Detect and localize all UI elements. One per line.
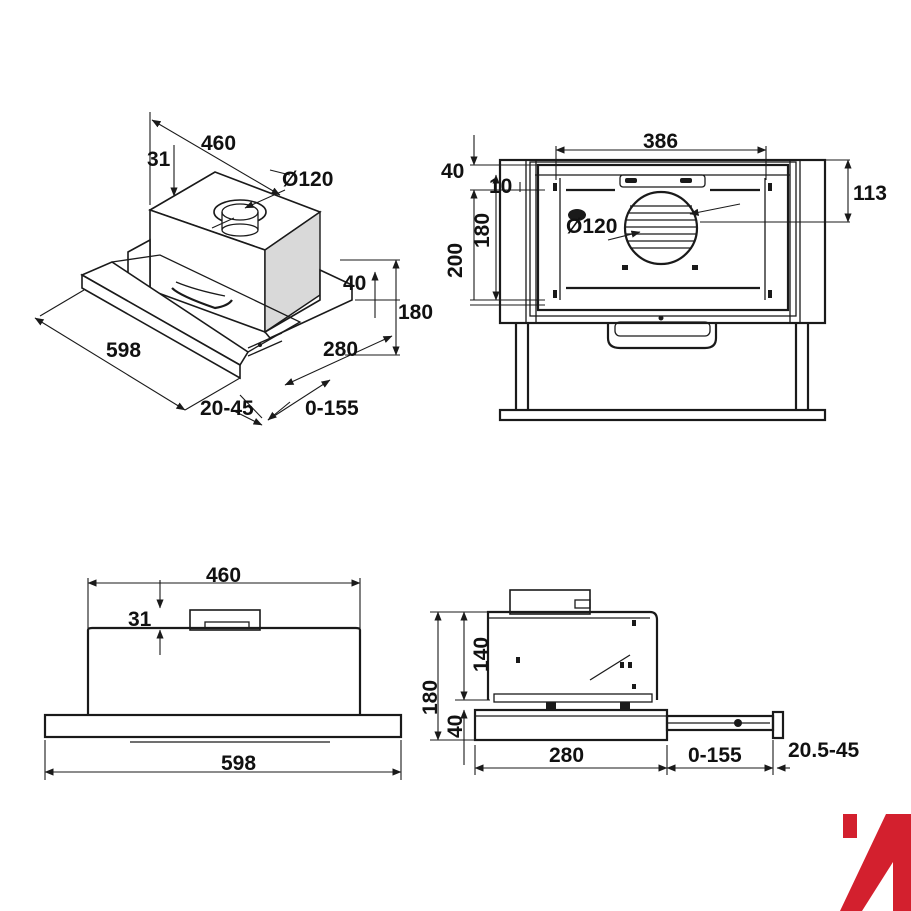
dim-height-180: 180 xyxy=(419,680,442,715)
dim-slide-range: 0-155 xyxy=(688,744,742,767)
dim-width-total: 598 xyxy=(221,752,256,775)
housing-side xyxy=(486,610,659,700)
perspective-view: 460 31 Ø120 40 180 598 280 20-45 0-155 xyxy=(34,112,433,426)
dim-height-200: 200 xyxy=(444,243,467,278)
front-panel xyxy=(43,713,403,739)
brand-logo xyxy=(840,814,911,911)
dim-width-top: 460 xyxy=(201,132,236,155)
dim-height-140: 140 xyxy=(470,637,493,672)
dim-panel-range: 20-45 xyxy=(200,397,254,420)
side-view: 140 180 40 280 0-155 20.5-45 xyxy=(419,589,860,775)
base-tray xyxy=(473,708,669,742)
dim-height-40: 40 xyxy=(444,715,467,738)
dim-diameter: Ø120 xyxy=(282,168,333,191)
dim-diameter: Ø120 xyxy=(566,215,617,238)
dim-panel-range: 20.5-45 xyxy=(788,739,860,762)
dim-top-offset: 40 xyxy=(441,160,464,183)
dim-offset: 31 xyxy=(147,148,171,171)
dim-small-offset: 10 xyxy=(489,175,512,198)
dim-depth: 280 xyxy=(549,744,584,767)
dim-height-front: 40 xyxy=(343,272,366,295)
dim-side-113: 113 xyxy=(853,182,887,205)
duct-top xyxy=(189,609,261,631)
housing-body xyxy=(86,626,362,715)
dim-height-total: 180 xyxy=(398,301,433,324)
bottom-front-view: 460 31 598 xyxy=(43,564,403,780)
dim-depth: 280 xyxy=(323,338,358,361)
dim-height-180: 180 xyxy=(471,213,494,248)
outer-frame xyxy=(498,158,827,325)
fan-circle xyxy=(623,190,699,266)
dim-width-inner: 386 xyxy=(643,130,678,153)
duct-collar xyxy=(509,589,591,615)
dim-offset: 31 xyxy=(128,608,152,631)
front-view: 386 40 10 Ø120 113 200 180 xyxy=(441,130,887,422)
dim-width-total: 598 xyxy=(106,339,141,362)
inner-frame xyxy=(536,163,790,312)
bottom-panel xyxy=(498,408,827,422)
dim-width-top: 460 xyxy=(206,564,241,587)
dim-slide-range: 0-155 xyxy=(305,397,359,420)
